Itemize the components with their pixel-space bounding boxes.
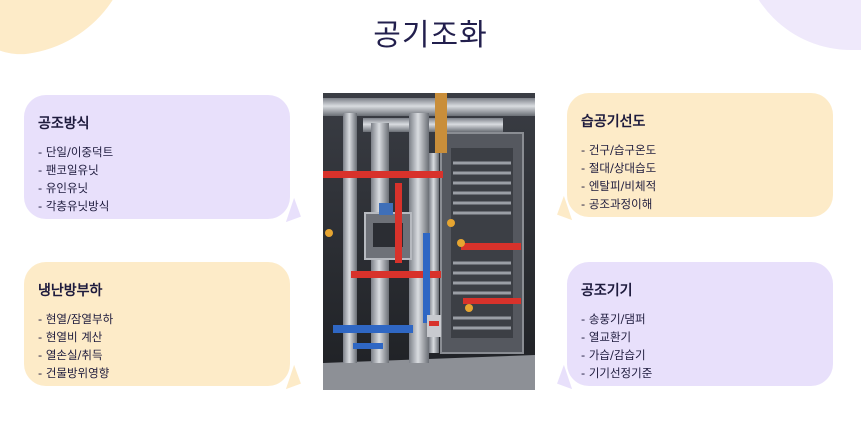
card-heading: 습공기선도 [581,114,646,130]
list-item: 유인유닛 [38,179,276,197]
speech-tail [279,364,301,390]
list-item: 송풍기/댐퍼 [581,310,819,328]
card-heading: 냉난방부하 [38,283,103,299]
list-item: 현열비 계산 [38,328,276,346]
list-item: 건물방위영향 [38,364,276,382]
speech-tail [557,364,579,390]
list-item: 절대/상대습도 [581,159,819,177]
list-item: 열손실/취득 [38,346,276,364]
list-item: 기기선정기준 [581,364,819,382]
card-heating-cooling-load: 냉난방부하 현열/잠열부하 현열비 계산 열손실/취득 건물방위영향 [24,262,290,386]
list-item: 건구/습구온도 [581,141,819,159]
card-list: 단일/이중덕트 팬코일유닛 유인유닛 각층유닛방식 [38,143,276,215]
list-item: 각층유닛방식 [38,197,276,215]
list-item: 단일/이중덕트 [38,143,276,161]
list-item: 공조과정이해 [581,195,819,213]
list-item: 열교환기 [581,328,819,346]
speech-tail [557,195,579,221]
hvac-unit-illustration [323,93,535,390]
card-hvac-systems: 공조방식 단일/이중덕트 팬코일유닛 유인유닛 각층유닛방식 [24,95,290,219]
hvac-machinery-image [323,93,535,390]
card-heading: 공조방식 [38,116,90,132]
card-psychrometric-chart: 습공기선도 건구/습구온도 절대/상대습도 엔탈피/비체적 공조과정이해 [567,93,833,217]
card-hvac-equipment: 공조기기 송풍기/댐퍼 열교환기 가습/감습기 기기선정기준 [567,262,833,386]
card-list: 현열/잠열부하 현열비 계산 열손실/취득 건물방위영향 [38,310,276,382]
list-item: 현열/잠열부하 [38,310,276,328]
card-heading: 공조기기 [581,283,633,299]
card-list: 송풍기/댐퍼 열교환기 가습/감습기 기기선정기준 [581,310,819,382]
list-item: 가습/감습기 [581,346,819,364]
list-item: 팬코일유닛 [38,161,276,179]
page-title: 공기조화 [373,18,488,53]
list-item: 엔탈피/비체적 [581,177,819,195]
card-list: 건구/습구온도 절대/상대습도 엔탈피/비체적 공조과정이해 [581,141,819,213]
speech-tail [279,197,301,223]
